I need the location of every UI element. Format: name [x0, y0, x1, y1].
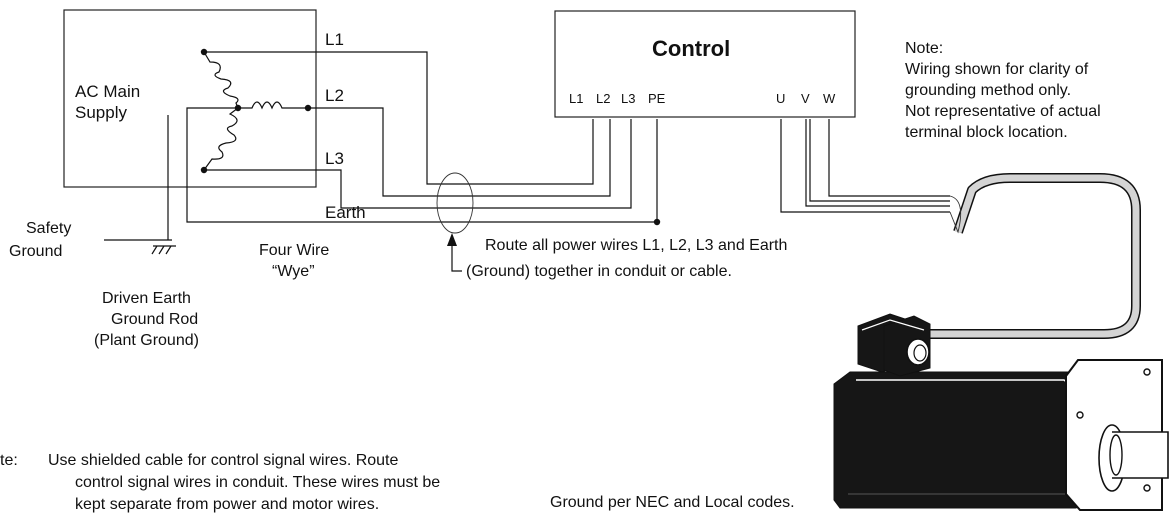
wire-w	[828, 119, 950, 197]
ac-main-supply: AC Main Supply	[63, 9, 317, 188]
wire-label-earth: Earth	[325, 203, 366, 222]
note-top-line-5: terminal block location.	[905, 124, 1068, 141]
bottom-note: te: Use shielded cable for control signa…	[0, 452, 440, 513]
control-box	[554, 10, 856, 118]
earth-junction-node	[653, 218, 661, 226]
terminal-l3: L3	[621, 91, 635, 106]
control-title: Control	[652, 36, 730, 61]
wire-u	[780, 119, 950, 213]
terminal-w: W	[823, 91, 836, 106]
terminal-v: V	[801, 91, 810, 106]
motor-shaft	[1112, 431, 1169, 479]
winding-l3-coil	[203, 107, 239, 171]
winding-l2-coil	[238, 101, 308, 110]
motor-wires	[780, 119, 950, 213]
bottom-note-line-3: kept separate from power and motor wires…	[75, 496, 379, 513]
motor-cable-end	[949, 195, 962, 234]
motor-cable	[925, 173, 1141, 339]
ground-rod-label-3: (Plant Ground)	[94, 332, 199, 349]
terminal-u: U	[776, 91, 785, 106]
safety-ground: Safety Ground	[9, 115, 176, 260]
servo-motor	[833, 313, 1169, 511]
wire-l2	[308, 107, 611, 197]
safety-ground-label-1: Safety	[26, 220, 71, 237]
ground-codes-note: Ground per NEC and Local codes.	[550, 494, 795, 511]
route-arrow-head	[447, 233, 457, 246]
ground-rod-label: Driven Earth Ground Rod (Plant Ground)	[94, 290, 199, 349]
conduit-bundle	[436, 172, 474, 272]
flange-bolt-1	[1076, 411, 1084, 419]
note-top-line-1: Note:	[905, 40, 943, 57]
wire-v2	[809, 119, 950, 202]
motor-cable-fill	[925, 174, 1140, 338]
ac-main-supply-box	[63, 9, 317, 188]
wye-label: Four Wire “Wye”	[259, 242, 329, 280]
wire-label-l3: L3	[325, 149, 344, 168]
route-arrow-line	[451, 244, 462, 272]
wire-l1	[204, 51, 594, 185]
wye-label-1: Four Wire	[259, 242, 329, 259]
motor-cable-outline	[925, 173, 1141, 339]
motor-body	[833, 371, 1091, 509]
ground-rod-label-1: Driven Earth	[102, 290, 191, 307]
wire-v	[805, 119, 950, 207]
bottom-note-prefix: te:	[0, 452, 18, 469]
terminal-l2: L2	[596, 91, 610, 106]
note-top: Note: Wiring shown for clarity of ground…	[905, 40, 1101, 141]
power-wires	[186, 51, 661, 226]
route-note: Route all power wires L1, L2, L3 and Ear…	[466, 237, 787, 280]
wire-label-l1: L1	[325, 30, 344, 49]
motor-connector-plug-inner	[913, 344, 927, 362]
wye-windings	[200, 48, 312, 174]
wire-label-l2: L2	[325, 86, 344, 105]
flange-bolt-3	[1143, 484, 1151, 492]
winding-l1-coil	[203, 51, 239, 109]
note-top-line-2: Wiring shown for clarity of	[905, 61, 1089, 78]
ground-symbol	[151, 245, 176, 255]
ac-main-supply-label-2: Supply	[75, 103, 127, 122]
wire-earth	[186, 107, 658, 223]
motor-connector-plug	[906, 338, 930, 366]
ground-rod-label-2: Ground Rod	[111, 311, 198, 328]
motor-connector-highlight	[861, 319, 925, 331]
wye-label-2: “Wye”	[272, 263, 315, 280]
safety-ground-label-2: Ground	[9, 243, 62, 260]
ac-main-supply-label-1: AC Main	[75, 82, 140, 101]
route-note-line-2: (Ground) together in conduit or cable.	[466, 263, 732, 280]
bottom-note-line-2: control signal wires in conduit. These w…	[75, 474, 440, 491]
bottom-note-line-1: Use shielded cable for control signal wi…	[48, 452, 399, 469]
wire-l3	[204, 119, 632, 209]
flange-bolt-2	[1143, 368, 1151, 376]
terminal-l1: L1	[569, 91, 583, 106]
note-top-line-3: grounding method only.	[905, 82, 1071, 99]
motor-shaft-end	[1109, 434, 1123, 476]
terminal-pe: PE	[648, 91, 666, 106]
control-unit: Control L1 L2 L3 PE U V W	[554, 10, 856, 118]
route-note-line-1: Route all power wires L1, L2, L3 and Ear…	[485, 237, 787, 254]
note-top-line-4: Not representative of actual	[905, 103, 1101, 120]
conduit-ellipse	[436, 172, 474, 234]
